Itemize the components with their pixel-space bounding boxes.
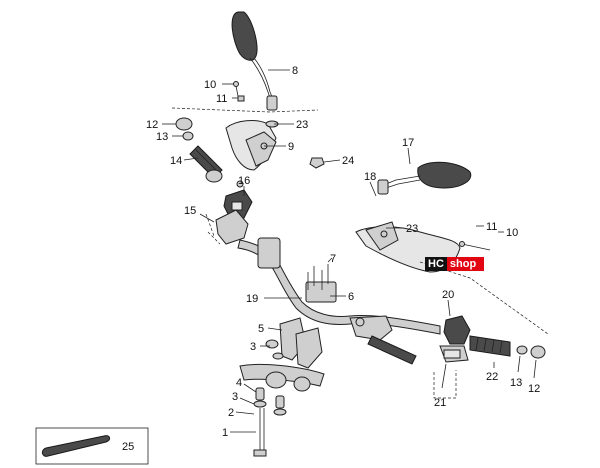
callout-2: 2 — [228, 407, 234, 419]
callout-21: 21 — [434, 397, 446, 409]
callout-4: 4 — [236, 377, 242, 389]
callout-22: 22 — [486, 371, 498, 383]
callout-18: 18 — [364, 171, 376, 183]
right-switch-20 — [443, 315, 471, 345]
logo-hc: HC — [425, 257, 447, 271]
left-bolt-10 — [233, 81, 245, 102]
callout-11-left: 11 — [216, 93, 227, 105]
callout-23-left: 23 — [296, 119, 308, 131]
right-mirror-17 — [377, 161, 472, 195]
lower-triple-clamp — [239, 363, 325, 392]
callout-20: 20 — [442, 289, 454, 301]
callout-11-right: 11 — [486, 221, 497, 233]
callout-6: 6 — [348, 291, 354, 303]
callout-10-right: 10 — [506, 227, 518, 239]
callout-13-left: 13 — [156, 131, 168, 143]
callout-16: 16 — [238, 175, 250, 187]
left-handguard — [225, 120, 279, 171]
riser-clamps — [265, 317, 323, 369]
left-grip-14 — [175, 117, 223, 183]
callout-19: 19 — [246, 293, 258, 305]
callout-labels: 8 10 11 12 13 23 9 14 24 17 16 18 15 23 … — [122, 65, 540, 453]
hcshop-logo: HC shop — [425, 257, 485, 271]
callout-5: 5 — [258, 323, 264, 335]
callout-7: 7 — [330, 253, 336, 265]
callout-3-upper: 3 — [250, 341, 256, 353]
left-bracket-15 — [205, 209, 249, 245]
callout-8: 8 — [292, 65, 298, 77]
callout-1: 1 — [222, 427, 228, 439]
callout-12-right: 12 — [528, 383, 540, 395]
callout-15: 15 — [184, 205, 196, 217]
callout-9: 9 — [288, 141, 294, 153]
callout-25: 25 — [122, 441, 134, 453]
leader-lines — [162, 69, 549, 433]
callout-17: 17 — [402, 137, 414, 149]
right-grip-22 — [469, 335, 546, 359]
callout-10-left: 10 — [204, 79, 216, 91]
right-brake-lever — [349, 315, 417, 365]
callout-14: 14 — [170, 155, 182, 167]
tool-25 — [35, 427, 149, 465]
callout-24: 24 — [342, 155, 354, 167]
callout-13-right: 13 — [510, 377, 522, 389]
callout-12-left: 12 — [146, 119, 158, 131]
logo-shop: shop — [446, 257, 485, 271]
left-mirror — [231, 11, 278, 111]
switch-housing-21 — [439, 345, 469, 363]
handlebar-19 — [237, 237, 441, 335]
right-bolt — [459, 241, 491, 251]
lower-bolts — [253, 387, 287, 457]
callout-23-right: 23 — [406, 223, 418, 235]
callout-3-lower: 3 — [232, 391, 238, 403]
bolts-7 — [307, 264, 329, 290]
nut-24 — [309, 157, 325, 169]
